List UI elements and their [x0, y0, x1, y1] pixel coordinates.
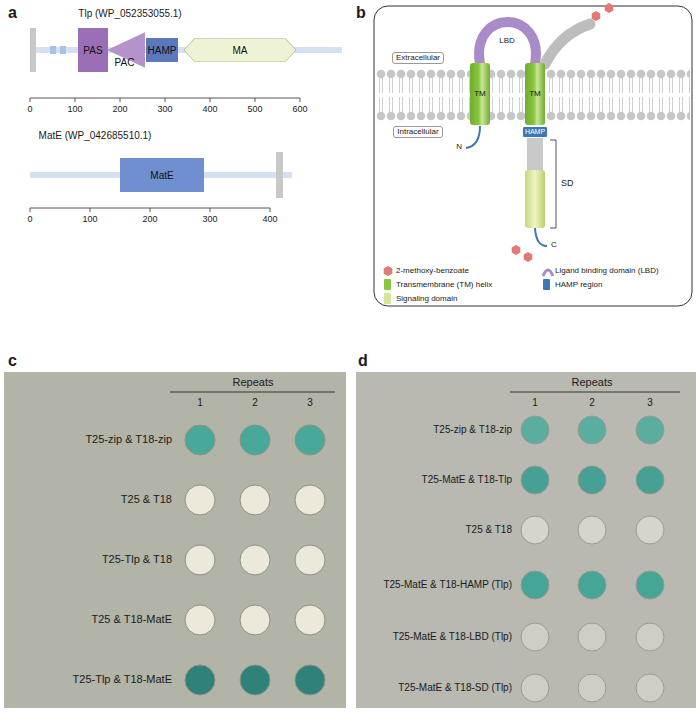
axis-tick: 500 [247, 104, 262, 114]
node-text: TM [474, 90, 486, 99]
node-text: TM [529, 90, 541, 99]
column-header: Repeats [572, 376, 613, 389]
row-label: T25-MatE & T18-LBD (Tlp) [393, 631, 512, 643]
axis-tick: 400 [262, 214, 277, 224]
axis-tick: 200 [112, 104, 127, 114]
tm-helix: TM [470, 63, 490, 125]
legend-text: HAMP region [555, 280, 602, 289]
terminus-label: C [551, 240, 557, 249]
protein-title: MatE (WP_042685510.1) [39, 130, 152, 142]
axis-tick: 300 [157, 104, 172, 114]
column-number: 3 [307, 397, 313, 409]
legend-text: Transmembrane (TM) helix [396, 280, 492, 289]
pac-domain: PAC [107, 32, 146, 68]
axis-tick: 0 [27, 104, 32, 114]
node-text: HAMP [148, 45, 177, 56]
row-label: T25 & T18 [121, 493, 172, 506]
legend-swatch [384, 293, 391, 304]
panel-letter: c [8, 352, 17, 370]
bracket-label: SD [561, 178, 574, 188]
domain-label: LBD [499, 36, 515, 45]
legend-swatch [384, 279, 391, 290]
node-text: HAMP [525, 128, 545, 136]
terminus-label: N [456, 142, 462, 151]
node-text: PAC [115, 57, 135, 68]
legend-swatch [543, 279, 550, 290]
column-header: Repeats [233, 376, 274, 389]
row-label: T25-zip & T18-zip [85, 433, 172, 446]
axis-tick: 200 [142, 214, 157, 224]
column-number: 3 [647, 397, 653, 409]
legend-text: Ligand binding domain (LBD) [555, 266, 659, 275]
axis-tick: 300 [202, 214, 217, 224]
column-number: 2 [589, 397, 595, 409]
region-box: Intracellular [393, 126, 442, 138]
node-text: PAS [83, 45, 102, 56]
column-number: 2 [252, 397, 258, 409]
row-label: T25-Tlp & T18-MatE [73, 673, 172, 686]
pas-domain: PAS [78, 28, 108, 72]
row-label: T25-MatE & T18-HAMP (Tlp) [383, 579, 512, 591]
panel-letter: d [358, 352, 368, 370]
mate-domain: MatE [120, 158, 204, 192]
node-text: MatE [150, 170, 173, 181]
row-label: T25-Tlp & T18 [102, 553, 172, 566]
hamp-domain: HAMP [146, 38, 179, 62]
node-text: Extracellular [396, 54, 440, 63]
axis-tick: 100 [82, 214, 97, 224]
panel-letter: a [8, 4, 17, 22]
region-box: Extracellular [392, 52, 444, 64]
column-number: 1 [197, 397, 203, 409]
protein-title: Tlp (WP_052353055.1) [78, 8, 181, 20]
row-label: T25 & T18-MatE [92, 613, 173, 626]
axis-tick: 400 [202, 104, 217, 114]
node-text: Intracellular [397, 128, 438, 137]
legend-text: Signaling domain [396, 294, 457, 303]
row-label: T25-MatE & T18-SD (Tlp) [398, 682, 512, 694]
ma-domain: MA [184, 38, 296, 62]
node-text: MA [233, 45, 248, 56]
axis-tick: 0 [27, 214, 32, 224]
axis-tick: 600 [292, 104, 307, 114]
axis-tick: 100 [67, 104, 82, 114]
tm-helix: TM [525, 63, 545, 125]
hamp-region: HAMP [523, 127, 547, 137]
panel-letter: b [356, 4, 366, 22]
row-label: T25-MatE & T18-Tlp [422, 474, 512, 486]
row-label: T25-zip & T18-zip [433, 424, 512, 436]
column-number: 1 [532, 397, 538, 409]
row-label: T25 & T18 [465, 524, 512, 536]
legend-text: 2-methoxy-benzoate [396, 266, 469, 275]
